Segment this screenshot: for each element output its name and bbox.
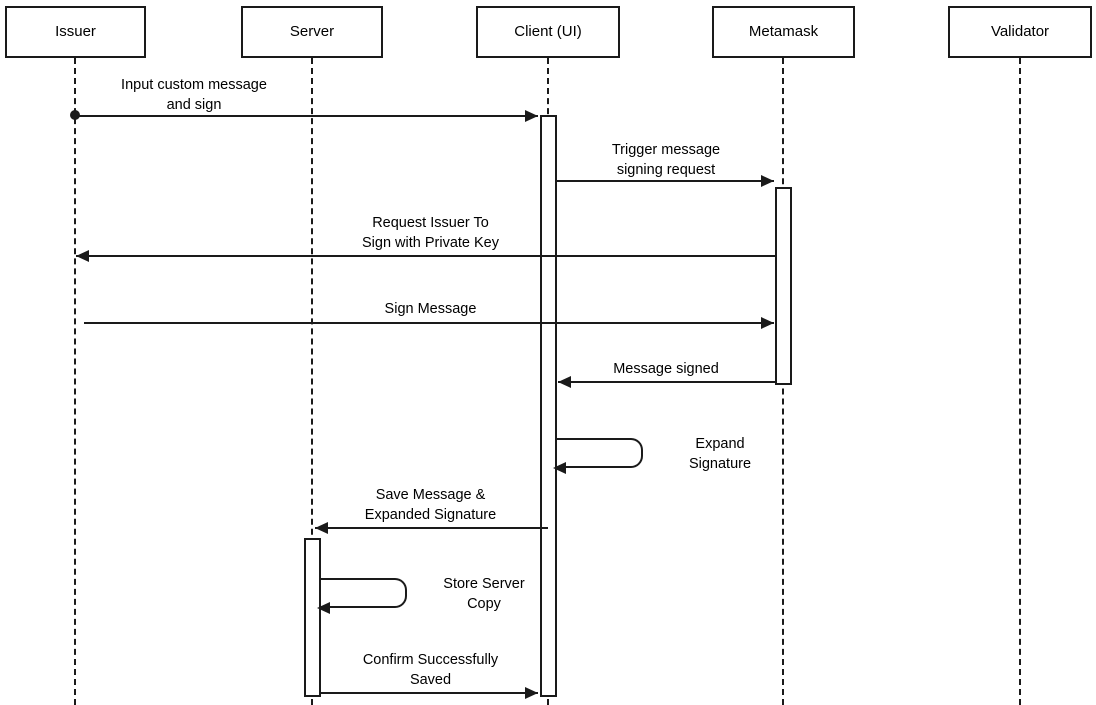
msg-7-arrowhead bbox=[525, 687, 538, 699]
msg-6-line bbox=[315, 527, 548, 529]
self-msg-2-loop bbox=[321, 578, 407, 608]
client-activation[interactable] bbox=[540, 115, 557, 697]
server-activation[interactable] bbox=[304, 538, 321, 697]
msg-2-arrowhead bbox=[761, 175, 774, 187]
msg-5-label: Message signed bbox=[613, 361, 719, 377]
self-msg-1-label: Expand Signature bbox=[688, 436, 752, 472]
msg-1-label: Input custom message and sign bbox=[121, 77, 267, 113]
msg-3-label: Request Issuer To Sign with Private Key bbox=[361, 215, 499, 251]
msg-4-label: Sign Message bbox=[384, 301, 477, 317]
msg-3-line bbox=[76, 255, 775, 257]
metamask-activation[interactable] bbox=[775, 187, 792, 385]
lifeline-validator bbox=[1019, 58, 1021, 705]
msg-4-arrowhead bbox=[761, 317, 774, 329]
msg-1-start-dot bbox=[70, 110, 80, 120]
msg-2-line bbox=[557, 180, 774, 182]
self-msg-2-label: Store Server Copy bbox=[443, 576, 525, 612]
msg-1-line bbox=[75, 115, 538, 117]
participant-box-validator[interactable]: Validator bbox=[948, 6, 1092, 58]
msg-6-arrowhead bbox=[315, 522, 328, 534]
participant-label-issuer: Issuer bbox=[55, 22, 96, 40]
self-msg-1-arrowhead bbox=[553, 462, 566, 474]
msg-2-label: Trigger message signing request bbox=[611, 142, 721, 178]
participant-box-metamask[interactable]: Metamask bbox=[712, 6, 855, 58]
participant-label-metamask: Metamask bbox=[748, 22, 819, 40]
msg-3-arrowhead bbox=[76, 250, 89, 262]
participant-label-client: Client (UI) bbox=[514, 22, 582, 40]
self-msg-1-loop bbox=[557, 438, 643, 468]
msg-1-arrowhead bbox=[525, 110, 538, 122]
participant-box-client[interactable]: Client (UI) bbox=[476, 6, 620, 58]
msg-7-label: Confirm Successfully Saved bbox=[362, 652, 499, 688]
msg-6-label: Save Message & Expanded Signature bbox=[364, 487, 497, 523]
participant-label-server: Server bbox=[289, 22, 335, 40]
msg-7-line bbox=[321, 692, 538, 694]
msg-5-line bbox=[558, 381, 775, 383]
lifeline-server bbox=[311, 58, 313, 705]
msg-4-line bbox=[84, 322, 774, 324]
lifeline-issuer bbox=[74, 58, 76, 705]
participant-box-server[interactable]: Server bbox=[241, 6, 383, 58]
msg-5-arrowhead bbox=[558, 376, 571, 388]
participant-label-validator: Validator bbox=[990, 22, 1050, 40]
self-msg-2-arrowhead bbox=[317, 602, 330, 614]
participant-box-issuer[interactable]: Issuer bbox=[5, 6, 146, 58]
